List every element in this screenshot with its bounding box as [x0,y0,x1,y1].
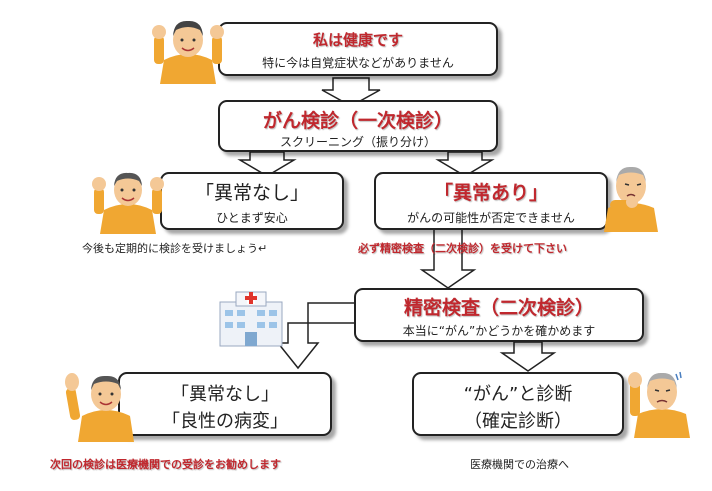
happy-person-icon [92,172,164,234]
worried-person-icon [604,166,658,232]
cancer-diagnosis-line2: （確定診断） [464,411,572,432]
arrow-4-to-5 [419,227,477,289]
no-abnormality-title: 「異常なし」 [194,182,309,204]
healthy-title: 私は健康です [312,31,403,49]
secondary-exam-subtitle: 本当に“がん”かどうかを確かめます [402,324,596,338]
benign-line1: 「異常なし」 [171,384,279,405]
arrow-5-to-6 [276,302,359,370]
primary-screening-subtitle: スクリーニング（振り分け） [279,135,436,149]
arrow-2-to-4 [435,151,495,177]
no-abnormality-subtitle: ひとまず安心 [216,211,288,225]
healthy-status-box: 私は健康です 特に今は自覚症状などがありません [218,22,498,76]
no-abnormality-box: 「異常なし」 ひとまず安心 [160,172,344,230]
benign-result-box: 「異常なし」 「良性の病変」 [118,372,332,436]
arrow-1-to-2 [321,77,381,107]
arrow-2-to-3 [237,151,297,177]
regular-checkup-note: 今後も定期的に検診を受けましょう↵ [82,242,268,255]
hospital-icon [219,291,283,347]
treatment-note: 医療機関での治療へ [470,458,569,471]
happy-person-icon [152,20,224,84]
abnormality-found-subtitle: がんの可能性が否定できません [407,211,575,225]
benign-line2: 「良性の病変」 [162,411,288,432]
arrow-5-to-7 [499,341,557,372]
worried-person-icon [628,371,690,438]
must-detailed-exam-note: 必ず精密検査（二次検診）を受けて下さい [358,242,567,255]
secondary-exam-box: 精密検査（二次検診） 本当に“がん”かどうかを確かめます [354,288,644,342]
primary-screening-box: がん検診（一次検診） スクリーニング（振り分け） [218,100,498,152]
happy-person-icon [65,373,134,442]
cancer-diagnosis-line1: “がん”と診断 [463,384,573,405]
next-checkup-note: 次回の検診は医療機関での受診をお勧めします [50,458,281,471]
healthy-subtitle: 特に今は自覚症状などがありません [262,56,454,70]
primary-screening-title: がん検診（一次検診） [262,110,453,132]
abnormality-found-title: 「異常あり」 [433,182,548,204]
secondary-exam-title: 精密検査（二次検診） [403,297,594,319]
abnormality-found-box: 「異常あり」 がんの可能性が否定できません [374,172,608,230]
cancer-diagnosis-box: “がん”と診断 （確定診断） [412,372,624,436]
